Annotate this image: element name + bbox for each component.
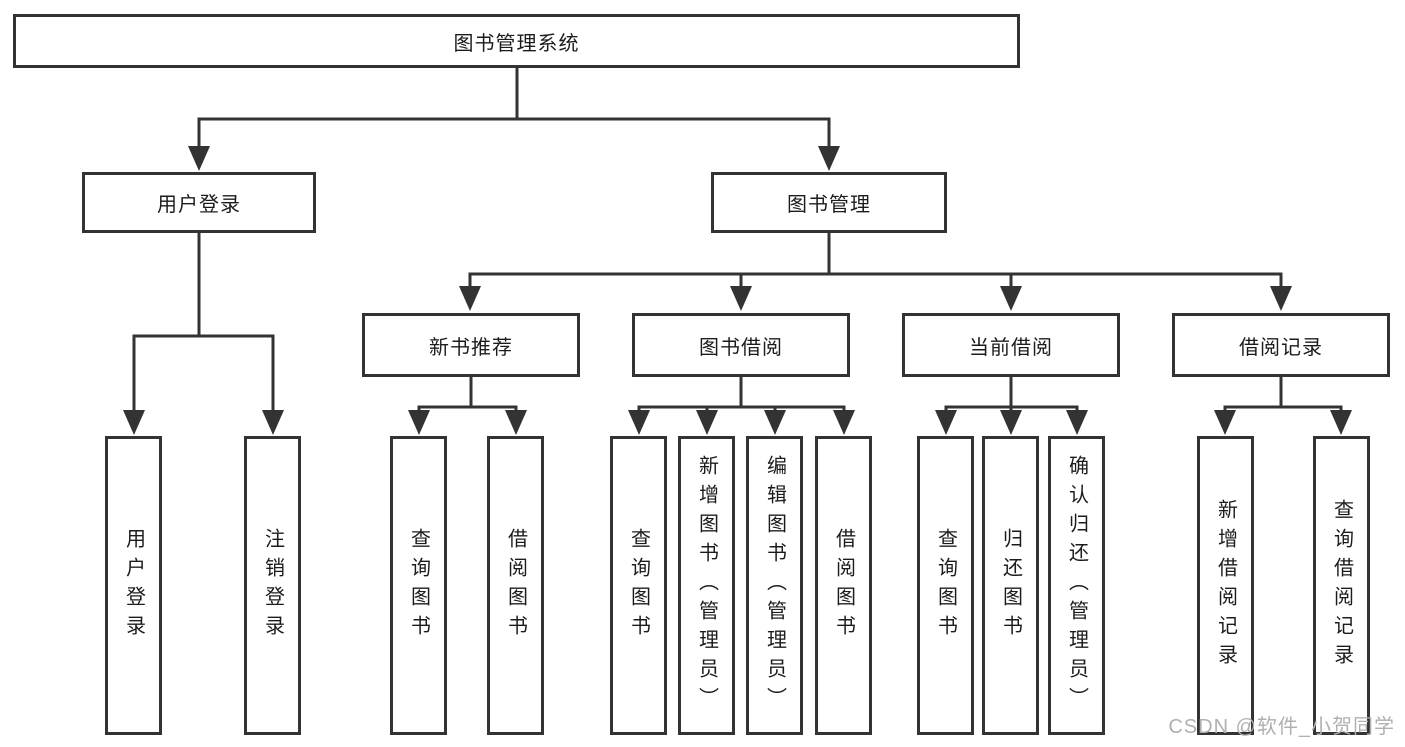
leaf-borrow-books-label: 借阅图书	[832, 527, 855, 644]
node-borrow-record: 借阅记录	[1172, 313, 1390, 377]
leaf-edit-book-admin: 编辑图书（管理员）	[746, 436, 803, 735]
leaf-return-book-label: 归还图书	[999, 527, 1022, 644]
leaf-add-book-admin: 新增图书（管理员）	[678, 436, 735, 735]
node-user-login: 用户登录	[82, 172, 316, 233]
leaf-add-borrow-record: 新增借阅记录	[1197, 436, 1254, 735]
node-book-borrow: 图书借阅	[632, 313, 850, 377]
node-root: 图书管理系统	[13, 14, 1020, 68]
watermark-text: CSDN @软件_小贺同学	[1168, 716, 1395, 738]
node-book-borrow-label: 图书借阅	[699, 336, 783, 359]
leaf-borrow-books-recommend: 借阅图书	[487, 436, 544, 735]
node-book-management-label: 图书管理	[787, 194, 871, 216]
leaf-confirm-return-admin: 确认归还（管理员）	[1048, 436, 1105, 735]
leaf-query-books-recommend: 查询图书	[390, 436, 447, 735]
node-borrow-record-label: 借阅记录	[1239, 336, 1323, 359]
leaf-edit-book-admin-label: 编辑图书（管理员）	[763, 455, 786, 716]
leaf-query-books-current-label: 查询图书	[934, 527, 957, 644]
node-root-label: 图书管理系统	[453, 32, 580, 55]
leaf-user-login-label: 用户登录	[122, 527, 145, 644]
leaf-query-books-current: 查询图书	[917, 436, 974, 735]
node-new-book-recommend: 新书推荐	[362, 313, 580, 377]
leaf-logout-label: 注销登录	[261, 527, 284, 644]
leaf-query-books-borrow: 查询图书	[610, 436, 667, 735]
leaf-add-borrow-record-label: 新增借阅记录	[1214, 498, 1237, 673]
leaf-query-borrow-record-label: 查询借阅记录	[1330, 498, 1353, 673]
node-user-login-label: 用户登录	[157, 194, 241, 216]
leaf-confirm-return-admin-label: 确认归还（管理员）	[1065, 455, 1088, 716]
leaf-return-book: 归还图书	[982, 436, 1039, 735]
leaf-add-book-admin-label: 新增图书（管理员）	[695, 455, 718, 716]
leaf-borrow-books: 借阅图书	[815, 436, 872, 735]
leaf-user-login: 用户登录	[105, 436, 162, 735]
node-current-borrow-label: 当前借阅	[969, 336, 1053, 359]
leaf-query-books-borrow-label: 查询图书	[627, 527, 650, 644]
leaf-query-books-recommend-label: 查询图书	[407, 527, 430, 644]
leaf-logout: 注销登录	[244, 436, 301, 735]
node-current-borrow: 当前借阅	[902, 313, 1120, 377]
node-new-book-recommend-label: 新书推荐	[429, 336, 513, 359]
leaf-borrow-books-recommend-label: 借阅图书	[504, 527, 527, 644]
leaf-query-borrow-record: 查询借阅记录	[1313, 436, 1370, 735]
node-book-management: 图书管理	[711, 172, 947, 233]
